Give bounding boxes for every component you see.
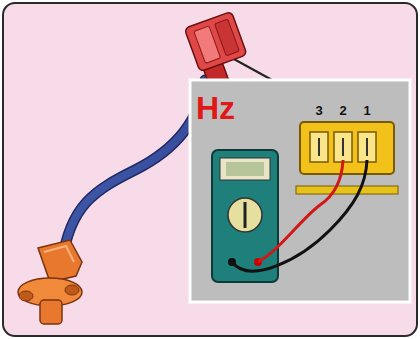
pin-number: 1 <box>363 104 370 117</box>
frame <box>3 3 417 336</box>
unit-label: Hz <box>196 92 235 124</box>
speed-sensor <box>18 240 82 324</box>
black-test-lead <box>232 160 367 271</box>
multimeter <box>212 150 278 282</box>
connector-face <box>296 122 398 194</box>
cable-outline <box>62 80 205 262</box>
sensor-cable <box>62 80 205 262</box>
inset-panel <box>190 80 410 302</box>
pin-number: 3 <box>315 104 322 117</box>
pin-number: 2 <box>339 104 346 117</box>
red-test-lead <box>258 160 343 262</box>
